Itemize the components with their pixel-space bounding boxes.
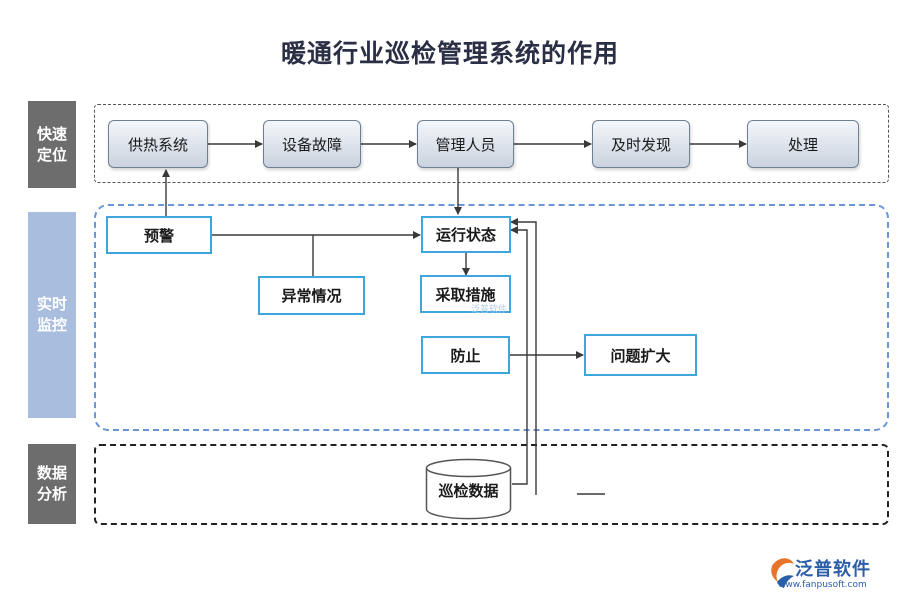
section-label-analysis-text: 数据分析: [36, 464, 67, 503]
analysis-panel: [94, 444, 889, 525]
manager-node: 管理人员: [417, 120, 514, 168]
running-status-node: 运行状态: [421, 216, 511, 253]
handle-node: 处理: [747, 120, 859, 168]
anomaly-node: 异常情况: [258, 276, 365, 315]
section-label-locate: 快速定位: [28, 101, 76, 188]
warning-node: 预警: [106, 216, 212, 254]
diagram-title: 暖通行业巡检管理系统的作用: [280, 39, 619, 68]
section-label-locate-text: 快速定位: [36, 124, 67, 164]
equipment-fault-node: 设备故障: [263, 120, 361, 168]
watermark-text: 泛普软件: [471, 305, 508, 315]
problem-expand-node: 问题扩大: [584, 334, 697, 376]
section-label-monitor-text: 实时监控: [36, 295, 67, 334]
heating-system-node: 供热系统: [108, 120, 208, 168]
section-label-monitor: 实时监控: [28, 212, 76, 418]
logo-name: 泛普软件: [795, 559, 871, 580]
arrow-database-to-status-inner: [510, 226, 528, 485]
section-label-analysis: 数据分析: [28, 444, 76, 524]
locate-panel: [94, 104, 889, 183]
arrow-loop-to-status-outer: [510, 218, 537, 495]
take-measures-node: 采取措施: [420, 275, 511, 313]
inspection-data-label: 巡检数据: [438, 482, 499, 500]
monitor-panel: [94, 204, 889, 431]
timely-discovery-node: 及时发现: [592, 120, 690, 168]
fanpu-logo-icon: [771, 558, 794, 588]
prevent-node: 防止: [421, 336, 510, 374]
logo-url: www.fanpusoft.com: [778, 580, 867, 590]
database-icon: [425, 458, 512, 520]
